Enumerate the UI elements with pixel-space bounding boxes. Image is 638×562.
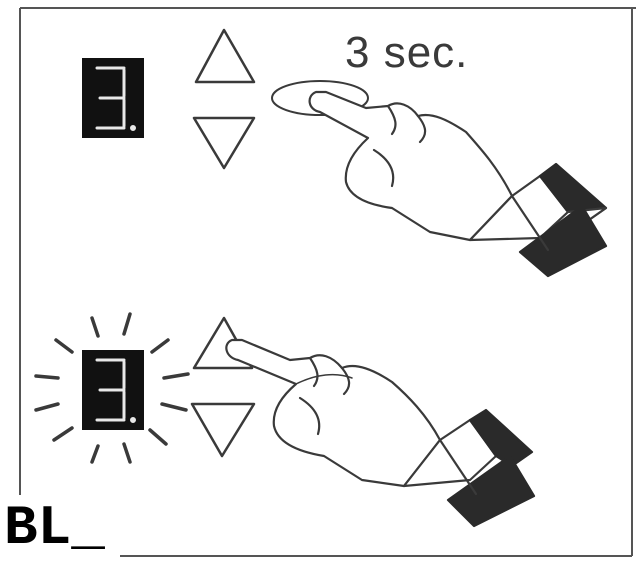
down-arrow-icon <box>192 116 256 170</box>
pointing-hand-icon <box>225 338 536 528</box>
pointing-hand-icon <box>308 90 608 278</box>
blink-rays-icon <box>34 312 190 464</box>
step1-down-button[interactable] <box>192 116 256 170</box>
step2-down-button[interactable] <box>190 402 256 458</box>
step1-display <box>82 58 144 138</box>
down-arrow-icon <box>190 402 256 458</box>
caption-label: BL_ <box>4 496 105 560</box>
up-arrow-icon <box>194 28 256 84</box>
press-indicator <box>271 80 369 116</box>
step2-display <box>82 350 144 430</box>
step1-up-button[interactable] <box>194 28 256 84</box>
hold-time-label: 3 sec. <box>345 28 469 77</box>
